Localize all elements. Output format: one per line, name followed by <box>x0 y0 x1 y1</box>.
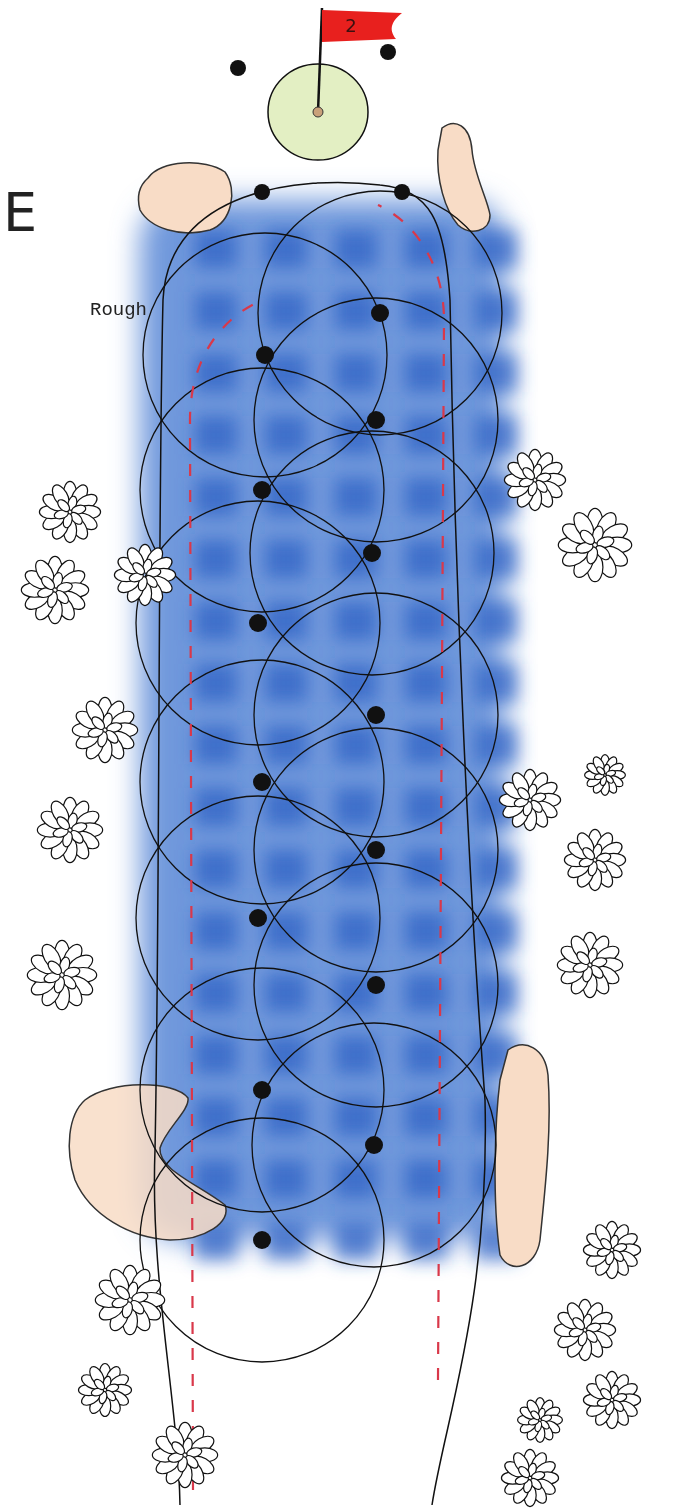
rough-label: Rough <box>90 301 147 320</box>
flag-pole <box>318 8 322 112</box>
trees <box>21 449 640 1506</box>
fairway-shading <box>140 200 517 1260</box>
aim-points <box>249 304 389 1249</box>
hole-cup <box>313 107 323 117</box>
cut-heading-letter: E <box>3 186 37 240</box>
left-target-line <box>190 302 258 1490</box>
fairway-outline <box>154 182 485 1505</box>
hole-flag: 2 <box>322 9 402 43</box>
putting-green <box>268 64 368 160</box>
hole-number: 2 <box>328 9 374 43</box>
bunkers <box>69 124 549 1267</box>
flag-shape <box>322 9 402 43</box>
right-target-line <box>378 205 444 1380</box>
